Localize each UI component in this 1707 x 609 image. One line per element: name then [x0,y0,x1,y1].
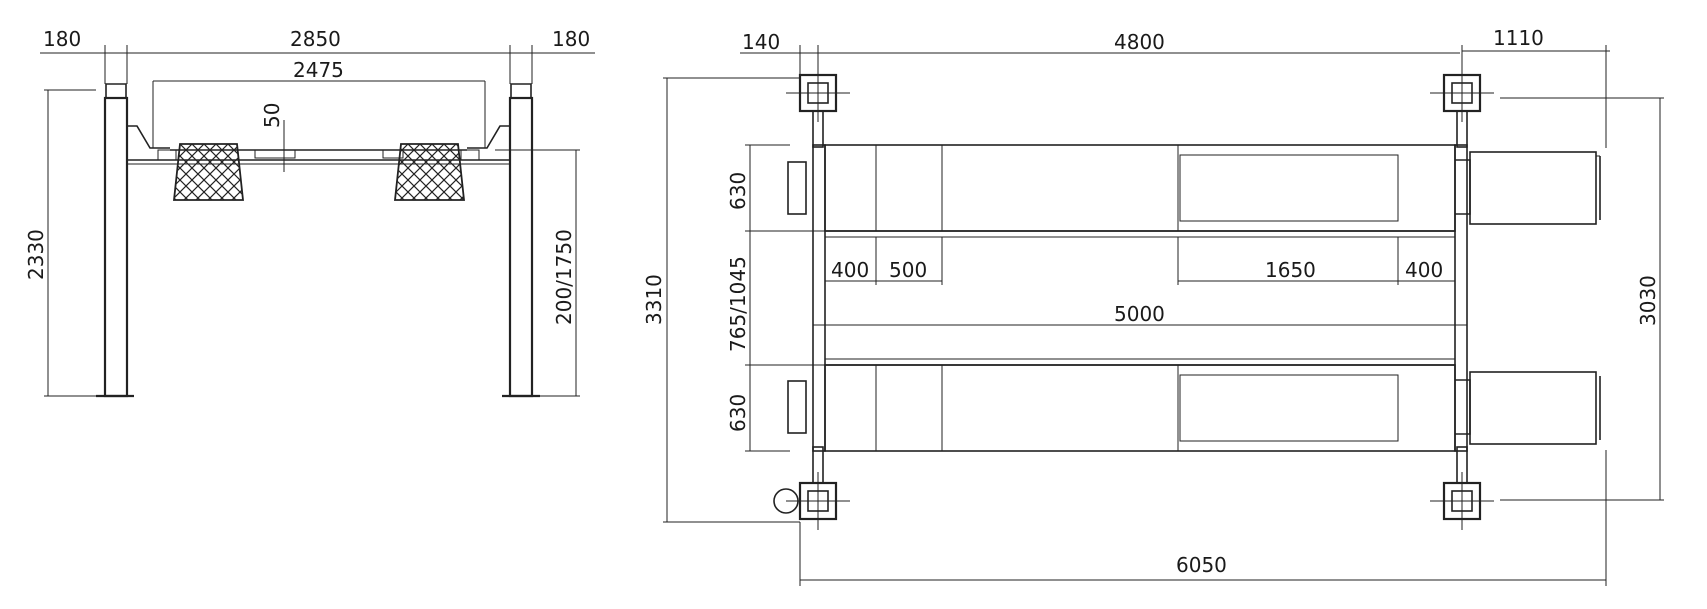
left-wheel-block [172,143,245,201]
top-dim-1110: 1110 [1493,26,1544,50]
top-dim-630-bottom: 630 [726,394,750,432]
front-dim-180-left: 180 [43,27,81,51]
runway-gap [825,230,1455,366]
post-bottom-right [1430,472,1494,530]
front-dim-2475: 2475 [293,58,344,82]
top-dim-1650: 1650 [1265,258,1316,282]
top-view: 140 4800 1110 3310 630 765/1045 630 3030… [642,26,1664,586]
front-dim-50: 50 [260,103,284,128]
runway-top [787,144,1471,232]
top-dim-140: 140 [742,30,780,54]
top-dim-3310: 3310 [642,274,666,325]
front-dim-2330: 2330 [24,229,48,280]
top-dim-6050: 6050 [1176,553,1227,577]
top-dim-5000: 5000 [1114,302,1165,326]
right-post [502,83,540,398]
front-dim-180-right: 180 [552,27,590,51]
post-connectors [812,110,1468,484]
front-dimension-lines [40,45,595,397]
top-dim-500: 500 [889,258,927,282]
top-dim-630-top: 630 [726,172,750,210]
front-view: 180 2850 180 2475 50 2330 200/1750 [24,27,595,398]
front-dim-2850: 2850 [290,27,341,51]
ramp-bottom [1469,371,1601,445]
top-dim-400-left: 400 [831,258,869,282]
top-dimension-lines [663,45,1664,586]
top-dim-400-right: 400 [1405,258,1443,282]
top-dim-765-1045: 765/1045 [726,256,750,352]
top-dim-4800: 4800 [1114,30,1165,54]
cross-beams [812,144,1468,452]
top-dim-3030: 3030 [1636,275,1660,326]
ramp-top [1469,151,1601,225]
runway-bottom [787,364,1471,452]
front-dim-200-1750: 200/1750 [552,229,576,325]
left-post [96,83,134,398]
post-bottom-left [773,472,850,530]
right-wheel-block [393,143,466,201]
